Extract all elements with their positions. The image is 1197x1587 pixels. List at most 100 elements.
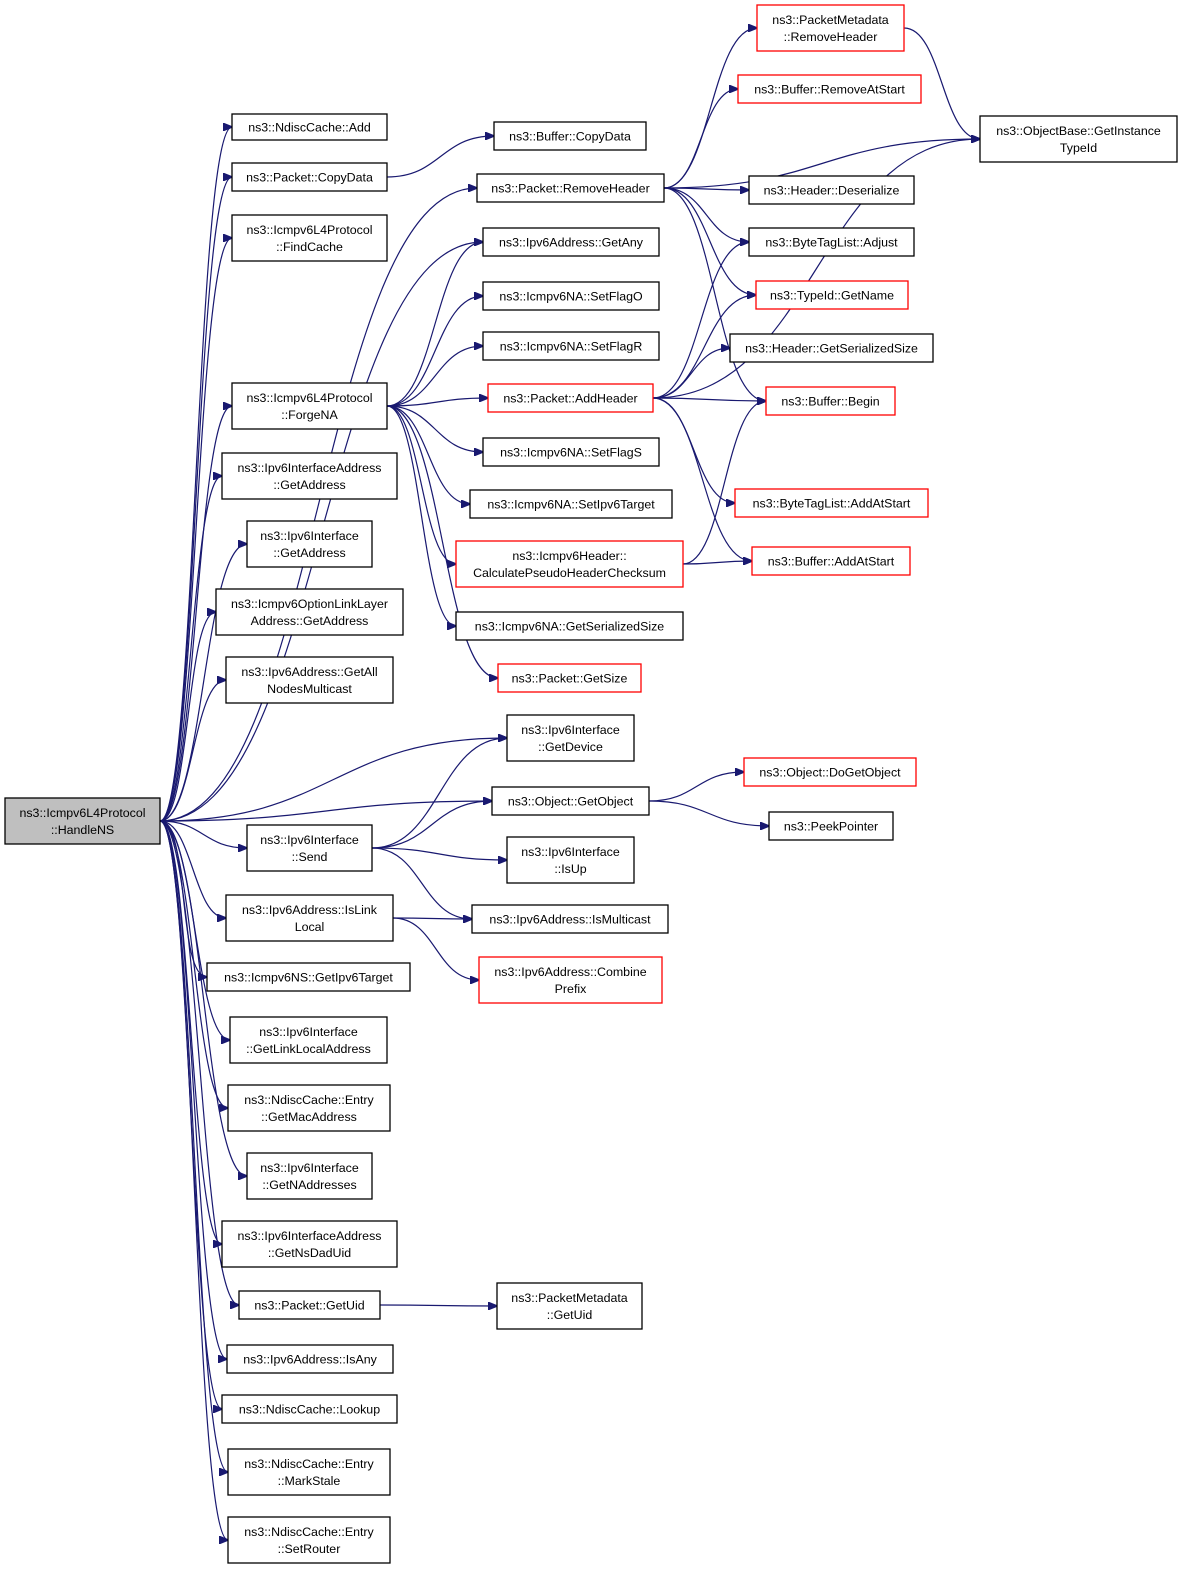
node-packet-getuid[interactable]: ns3::Packet::GetUid [238, 1290, 381, 1320]
node-label-line: ns3::Buffer::Begin [781, 395, 879, 409]
node-header-deserialize[interactable]: ns3::Header::Deserialize [748, 175, 915, 205]
edge-forgena-to-packet_getsize [386, 405, 498, 678]
node-box [478, 956, 663, 1004]
node-ns-getipv6target[interactable]: ns3::Icmpv6NS::GetIpv6Target [206, 962, 411, 992]
node-label-line: ns3::Icmpv6NA::SetFlagS [500, 446, 642, 460]
node-box [231, 162, 388, 192]
edge-handlens-to-iface_getdevice [159, 738, 507, 822]
node-getnaddresses[interactable]: ns3::Ipv6Interface::GetNAddresses [246, 1152, 373, 1200]
node-ismulticast[interactable]: ns3::Ipv6Address::IsMulticast [471, 904, 669, 934]
node-setflags[interactable]: ns3::Icmpv6NA::SetFlagS [482, 437, 660, 467]
node-iface-send[interactable]: ns3::Ipv6Interface::Send [246, 824, 373, 872]
node-metadata-getuid[interactable]: ns3::PacketMetadata::GetUid [496, 1282, 643, 1330]
node-box [482, 281, 660, 311]
node-box [482, 437, 660, 467]
node-bytetaglist-adjust[interactable]: ns3::ByteTagList::Adjust [748, 227, 915, 257]
node-entry-getmacaddress[interactable]: ns3::NdiscCache::Entry::GetMacAddress [227, 1084, 391, 1132]
node-findcache[interactable]: ns3::Icmpv6L4Protocol::FindCache [231, 214, 388, 262]
node-label-line: ns3::Ipv6Interface [521, 845, 620, 859]
edge-handlens-to-islinklocal [159, 820, 226, 918]
node-box [215, 588, 404, 636]
node-iface-isup[interactable]: ns3::Ipv6Interface::IsUp [506, 836, 635, 884]
node-packet-getsize[interactable]: ns3::Packet::GetSize [497, 663, 642, 693]
edge-object_getobject-to-doggetobject [648, 772, 744, 802]
node-setrouter[interactable]: ns3::NdiscCache::Entry::SetRouter [227, 1516, 391, 1564]
node-na-getserializedsize[interactable]: ns3::Icmpv6NA::GetSerializedSize [455, 611, 684, 641]
edge-addheader-to-getinstancetypeid [652, 139, 980, 399]
edge-handlens-to-getallnodesmulticast [159, 680, 226, 822]
node-typeid-getname[interactable]: ns3::TypeId::GetName [755, 280, 909, 310]
node-bytetaglist-addatstart[interactable]: ns3::ByteTagList::AddAtStart [734, 488, 929, 518]
node-label-line: ns3::Object::DoGetObject [759, 766, 901, 780]
node-getnsdaduid[interactable]: ns3::Ipv6InterfaceAddress::GetNsDadUid [221, 1220, 398, 1268]
node-box [729, 333, 934, 363]
node-buffer-addatstart[interactable]: ns3::Buffer::AddAtStart [751, 546, 911, 576]
node-lookup[interactable]: ns3::NdiscCache::Lookup [221, 1394, 398, 1424]
node-forgena[interactable]: ns3::Icmpv6L4Protocol::ForgeNA [231, 382, 388, 430]
node-label-line: ::ForgeNA [281, 408, 338, 422]
node-box [482, 227, 660, 257]
node-packet-copydata[interactable]: ns3::Packet::CopyData [231, 162, 388, 192]
node-label-line: ::FindCache [276, 240, 343, 254]
node-setipv6target[interactable]: ns3::Icmpv6NA::SetIpv6Target [469, 489, 673, 519]
node-box [227, 1448, 391, 1496]
node-label-line: ns3::Icmpv6Header:: [512, 549, 626, 563]
node-iface-getaddress[interactable]: ns3::Ipv6Interface::GetAddress [246, 520, 373, 568]
node-box [756, 4, 905, 52]
node-removeheader[interactable]: ns3::Packet::RemoveHeader [476, 173, 665, 203]
node-box [737, 74, 922, 104]
node-box [227, 1084, 391, 1132]
node-label-line: ns3::Packet::RemoveHeader [491, 182, 649, 196]
node-box [491, 786, 650, 816]
node-isany[interactable]: ns3::Ipv6Address::IsAny [226, 1344, 394, 1374]
node-peekpointer[interactable]: ns3::PeekPointer [768, 811, 894, 841]
node-label-line: ::IsUp [554, 862, 586, 876]
edge-iface_send-to-ismulticast [371, 847, 472, 919]
node-buffer-removeatstart[interactable]: ns3::Buffer::RemoveAtStart [737, 74, 922, 104]
node-header-getserializedsize[interactable]: ns3::Header::GetSerializedSize [729, 333, 934, 363]
node-label-line: ns3::TypeId::GetName [770, 289, 894, 303]
node-getlinklocaladdress[interactable]: ns3::Ipv6Interface::GetLinkLocalAddress [229, 1016, 388, 1064]
node-object-getobject[interactable]: ns3::Object::GetObject [491, 786, 650, 816]
node-label-line: ::GetNsDadUid [268, 1246, 351, 1260]
edge-forgena-to-setflago [386, 296, 483, 407]
node-ndisc-add[interactable]: ns3::NdiscCache::Add [231, 113, 388, 141]
node-ifaceaddr-getaddress[interactable]: ns3::Ipv6InterfaceAddress::GetAddress [221, 452, 398, 500]
node-optionlinklayer-getaddress[interactable]: ns3::Icmpv6OptionLinkLayerAddress::GetAd… [215, 588, 404, 636]
node-setflago[interactable]: ns3::Icmpv6NA::SetFlagO [482, 281, 660, 311]
node-box [765, 386, 896, 416]
node-iface-getdevice[interactable]: ns3::Ipv6Interface::GetDevice [506, 714, 635, 762]
node-box [246, 1152, 373, 1200]
node-setflagr[interactable]: ns3::Icmpv6NA::SetFlagR [482, 331, 660, 361]
node-label-line: ns3::Ipv6Address::GetAll [241, 665, 377, 679]
node-pseudoheader[interactable]: ns3::Icmpv6Header::CalculatePseudoHeader… [455, 540, 684, 588]
node-addheader[interactable]: ns3::Packet::AddHeader [487, 383, 654, 413]
node-metadata-removeheader[interactable]: ns3::PacketMetadata::RemoveHeader [756, 4, 905, 52]
node-label-line: ns3::ByteTagList::Adjust [765, 236, 898, 250]
node-box [476, 173, 665, 203]
node-box [506, 714, 635, 762]
node-box [748, 175, 915, 205]
node-box [455, 540, 684, 588]
node-doggetobject[interactable]: ns3::Object::DoGetObject [743, 757, 917, 787]
node-getany[interactable]: ns3::Ipv6Address::GetAny [482, 227, 660, 257]
node-buffer-copydata[interactable]: ns3::Buffer::CopyData [493, 121, 647, 151]
edge-removeheader-to-typeid_getname [663, 187, 756, 295]
node-buffer-begin[interactable]: ns3::Buffer::Begin [765, 386, 896, 416]
node-label-line: ns3::Icmpv6OptionLinkLayer [231, 597, 388, 611]
node-box [734, 488, 929, 518]
node-label-line: ::SetRouter [278, 1542, 341, 1556]
node-label-line: ns3::Ipv6Address::GetAny [499, 236, 644, 250]
node-label-line: ::GetMacAddress [261, 1110, 357, 1124]
node-handlens[interactable]: ns3::Icmpv6L4Protocol::HandleNS [4, 797, 161, 845]
node-label-line: ns3::Packet::AddHeader [503, 392, 637, 406]
node-box [496, 1282, 643, 1330]
node-box [231, 382, 388, 430]
node-label-line: ns3::ObjectBase::GetInstance [996, 124, 1161, 138]
edge-forgena-to-setflags [386, 405, 483, 452]
node-markstale[interactable]: ns3::NdiscCache::Entry::MarkStale [227, 1448, 391, 1496]
